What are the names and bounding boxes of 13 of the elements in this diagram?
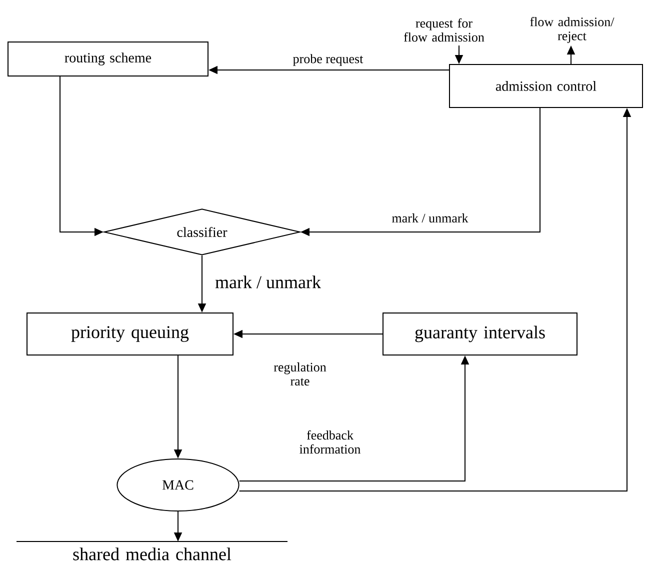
process-box: guaranty intervals (382, 312, 578, 356)
process-box: priority queuing (26, 312, 234, 356)
channel-line: shared media channel (16, 540, 288, 560)
edge-label: probe request (292, 53, 364, 67)
edge-label: feedback information (294, 429, 366, 455)
process-box: routing scheme (8, 42, 208, 76)
edge-label: regulation rate (264, 361, 336, 387)
input-label: request for flow admission (404, 18, 484, 42)
output-label: flow admission/ reject (530, 17, 614, 43)
ellipse-node: MAC (116, 458, 240, 512)
process-box: admission control (449, 64, 643, 108)
edge-label: mark / unmark (214, 274, 322, 290)
edge-label: mark / unmark (390, 212, 470, 224)
